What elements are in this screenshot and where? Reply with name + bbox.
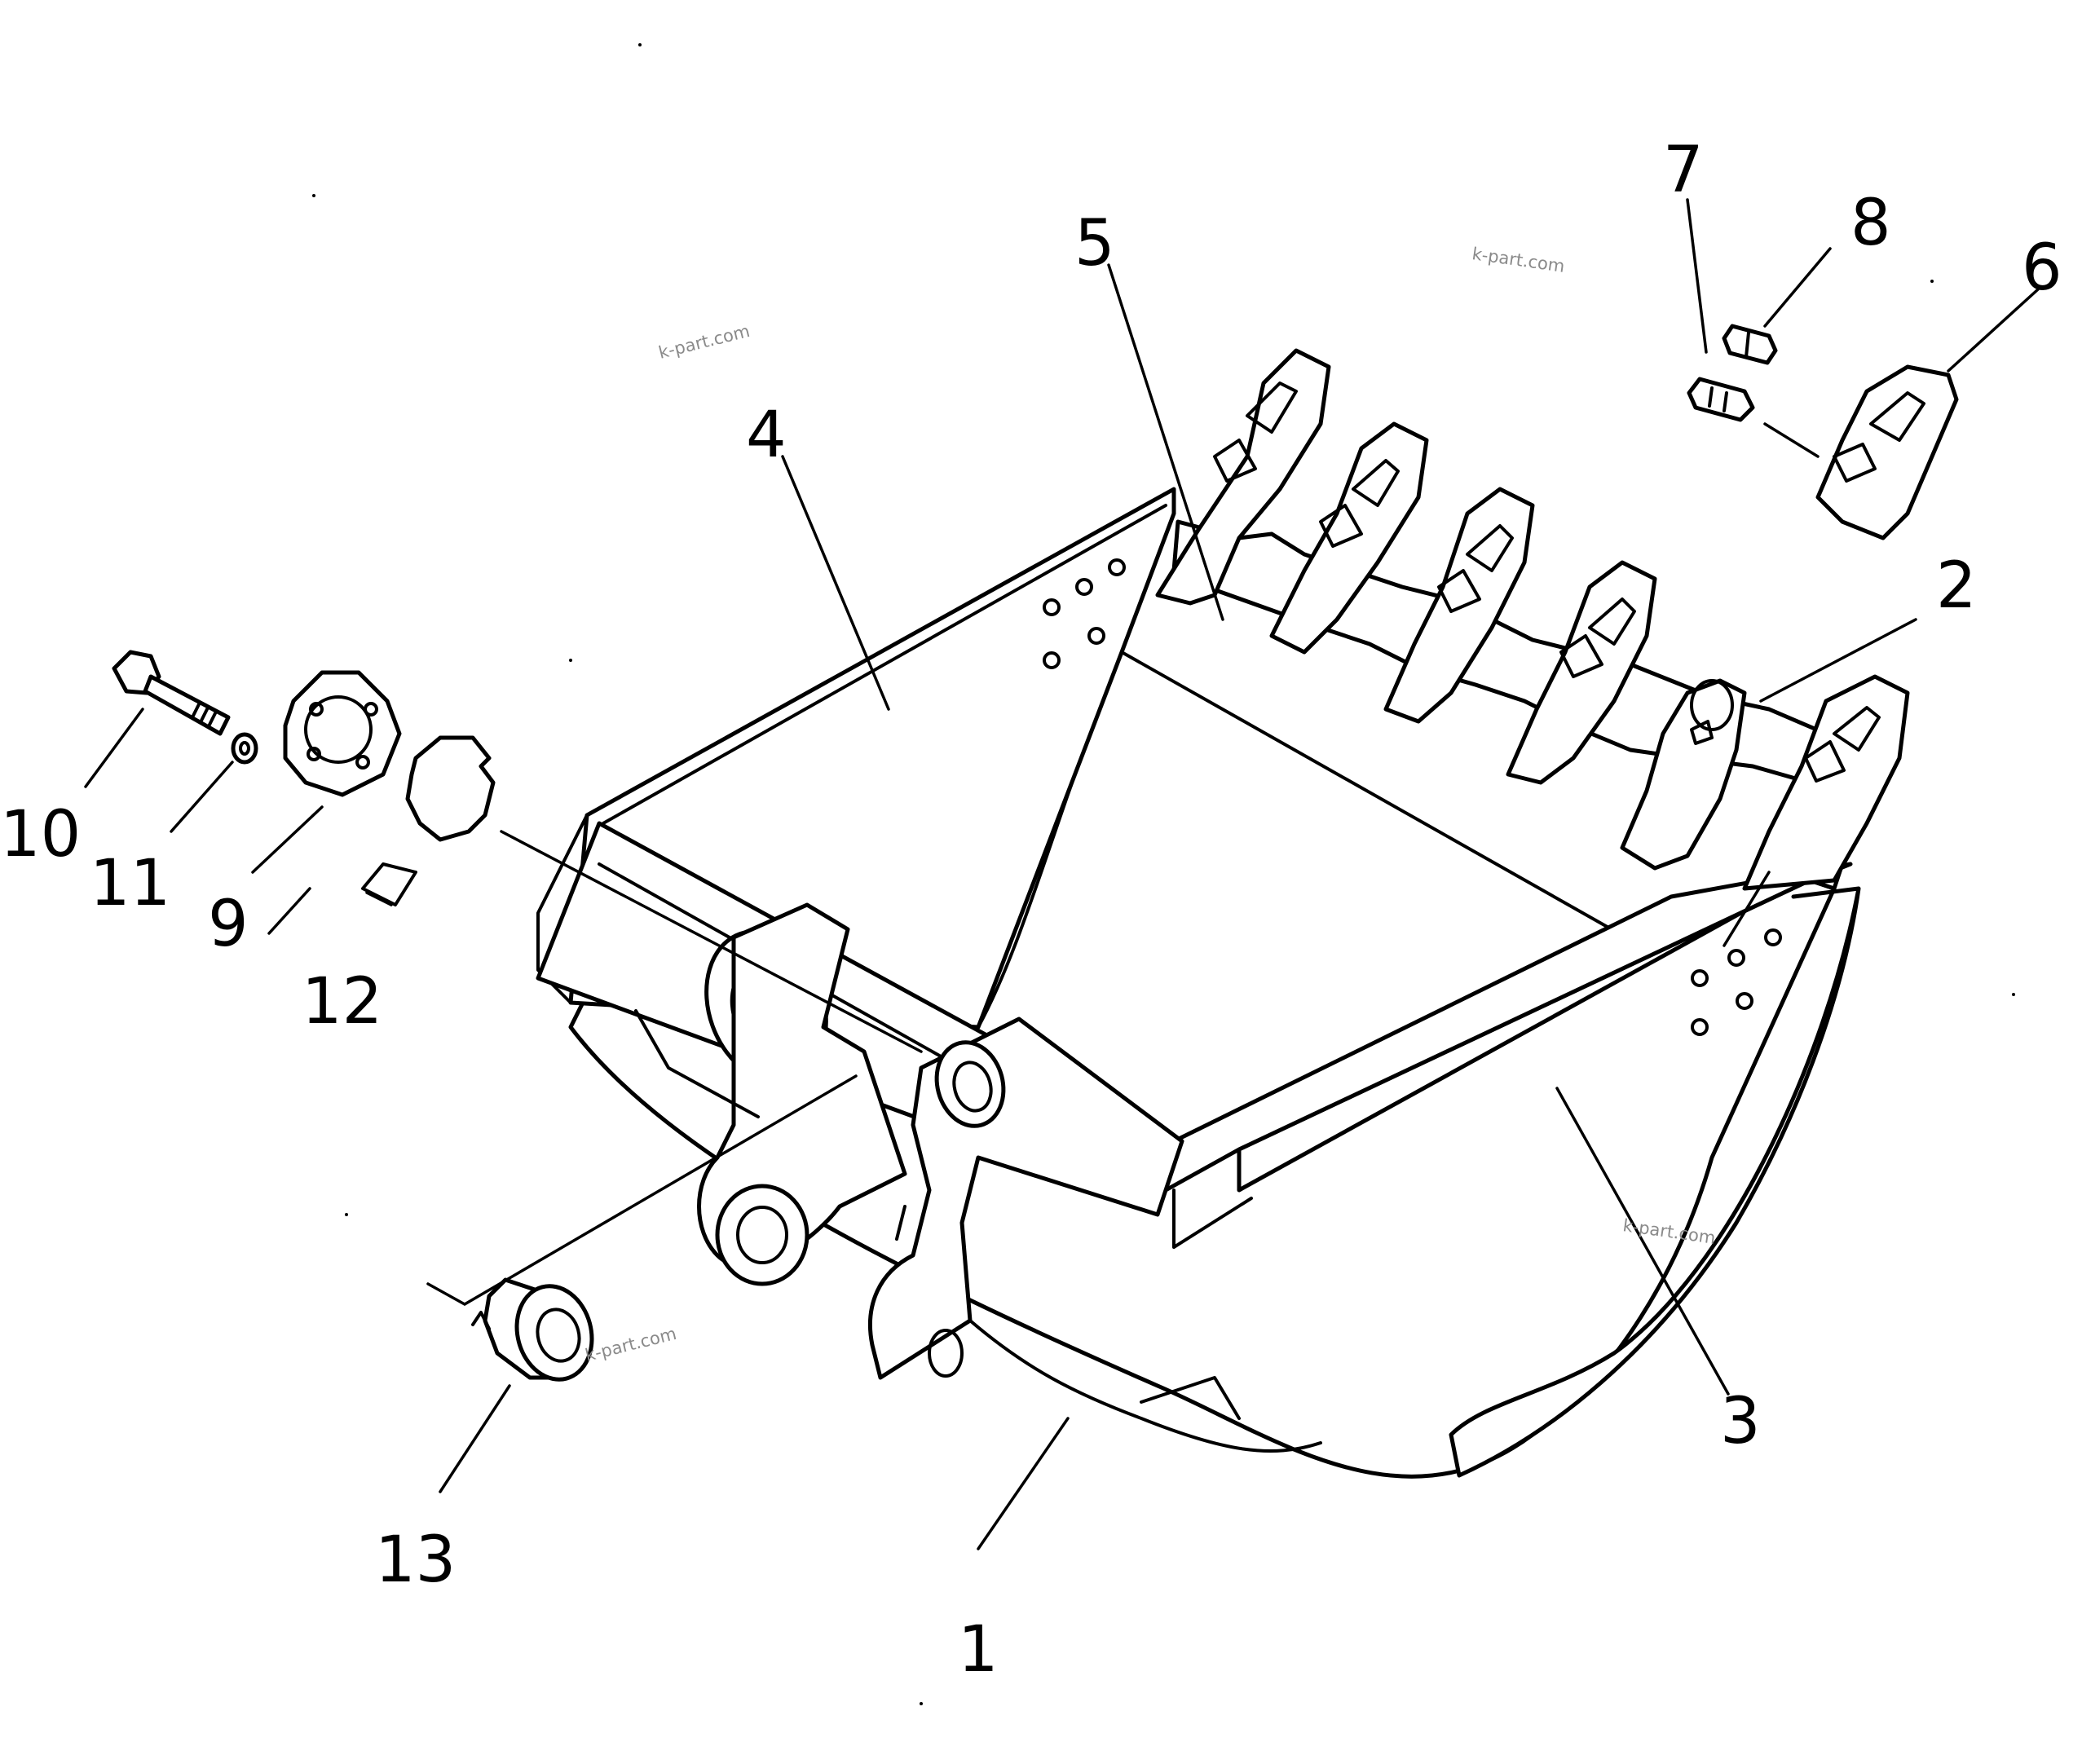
bucket-tooth [1742, 674, 1910, 891]
washer [231, 732, 258, 765]
callout-7: 7 [1663, 134, 1704, 207]
leader-lines [84, 198, 2040, 1550]
tooth-lock [1722, 324, 1778, 365]
callout-11: 11 [90, 847, 170, 920]
callout-8: 8 [1850, 187, 1891, 260]
teeth-group [1155, 348, 1910, 891]
watermark-text: k-part.com [583, 1324, 678, 1365]
bucket-tooth [1155, 348, 1331, 606]
shim [361, 735, 496, 906]
callout-labels: 1 2 3 4 5 6 7 8 9 10 11 12 13 [0, 134, 2062, 1687]
watermark-text: k-part.com [656, 321, 752, 363]
callout-9: 9 [208, 888, 249, 961]
bucket-tooth [1383, 487, 1535, 724]
callout-6: 6 [2022, 232, 2062, 305]
callout-2: 2 [1936, 549, 1977, 623]
bucket-body [536, 487, 1861, 1479]
bolt [112, 650, 231, 736]
callout-3: 3 [1720, 1385, 1761, 1458]
callout-13: 13 [375, 1524, 456, 1597]
watermark-text: k-part.com [1471, 244, 1566, 276]
callout-5: 5 [1074, 207, 1115, 280]
bushing [471, 1277, 594, 1382]
exploded-tooth [1815, 364, 1959, 540]
callout-1: 1 [958, 1613, 999, 1687]
bucket-tooth [1506, 560, 1657, 785]
callout-4: 4 [746, 399, 787, 472]
bucket-tooth [1269, 421, 1429, 655]
callout-10: 10 [0, 798, 81, 871]
scan-specks [312, 43, 2015, 1705]
tooth-adapter [1620, 678, 1747, 871]
flange-plate [283, 670, 402, 797]
tooth-pin [1687, 377, 1755, 422]
assembly-lines [365, 422, 1820, 1307]
callout-12: 12 [302, 965, 382, 1039]
